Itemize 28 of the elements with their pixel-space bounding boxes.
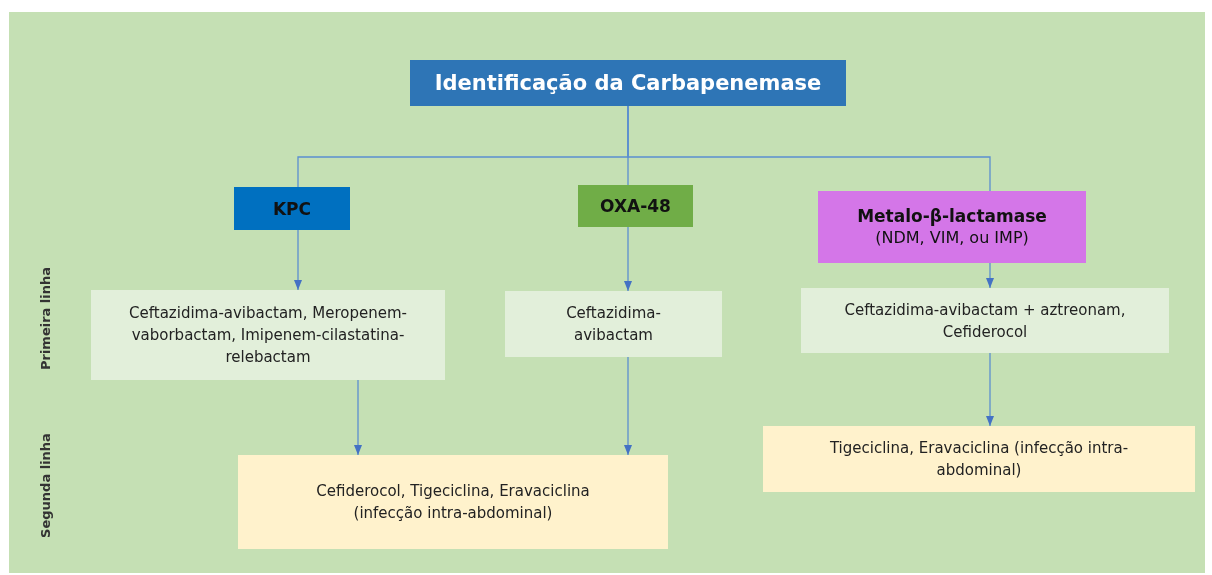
treatment-box [505, 291, 722, 357]
treatment-box [238, 455, 668, 549]
box-title: KPC [272, 197, 312, 220]
connector-line [627, 105, 991, 192]
box-title: Metalo-β-lactamase [857, 205, 1047, 227]
box-subtitle: (NDM, VIM, ou IMP) [875, 227, 1029, 249]
box-title: Identificação da Carbapenemase [434, 72, 822, 94]
treatment-text: Ceftazidima-avibactam, Meropenem-vaborbactam, Imipenem-cilastatina-relebactam [128, 303, 408, 368]
arrow [623, 356, 633, 456]
treatment-box [91, 290, 445, 380]
treatment-text: Tigeciclina, Eravaciclina (infecção intra-abdominal) [828, 438, 1130, 481]
arrow [623, 226, 633, 292]
row-label: Segunda linha [37, 432, 53, 540]
treatment-box [801, 288, 1169, 353]
heading-box [410, 60, 846, 106]
row-label: Primeira linha [37, 265, 53, 373]
category-box [818, 191, 1086, 263]
treatment-text: Ceftazidima-avibactam + aztreonam, Cefiderocol [843, 299, 1127, 343]
arrow [985, 352, 995, 427]
category-box [578, 185, 693, 227]
arrow [353, 379, 363, 456]
box-title: OXA-48 [600, 195, 671, 217]
treatment-box [763, 426, 1195, 492]
treatment-text: Ceftazidima-avibactam [565, 303, 662, 346]
arrow [985, 262, 995, 289]
treatment-text: Cefiderocol, Tigeciclina, Eravaciclina (infecção intra-abdominal) [315, 481, 591, 524]
category-box [234, 187, 350, 230]
arrow [293, 229, 303, 291]
